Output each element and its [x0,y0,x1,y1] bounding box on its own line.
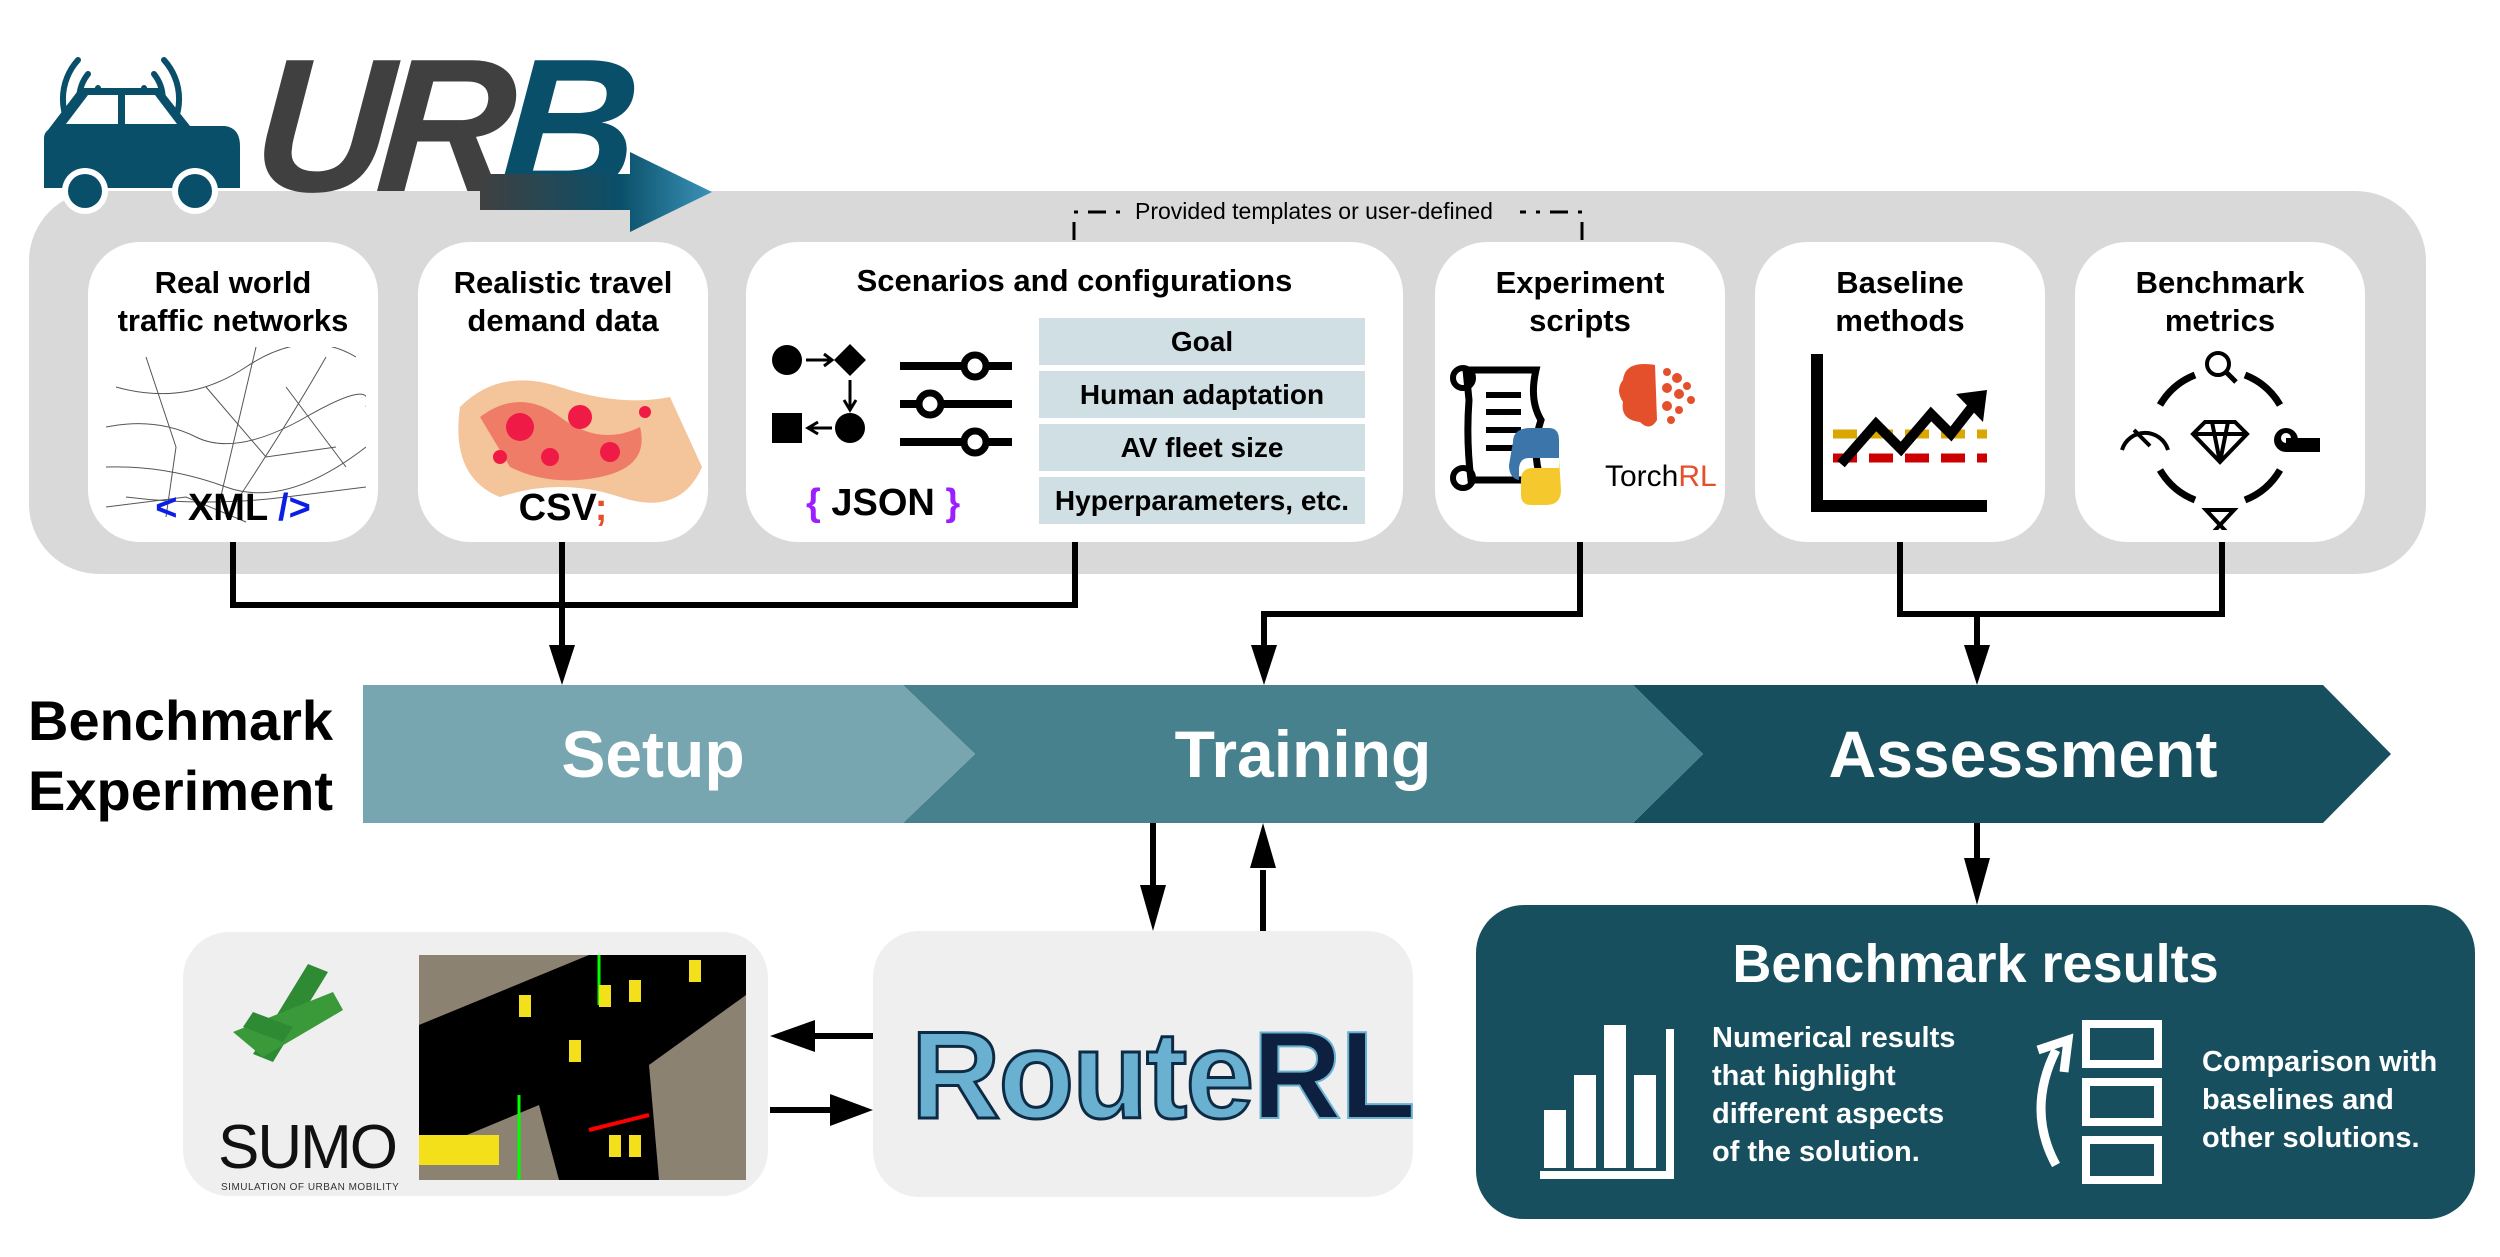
sumo-name: SUMO [218,1113,398,1182]
xml-format-label: < XML /> [155,487,311,529]
stage-training: Training [1174,717,1432,791]
hourglass-icon [2201,508,2239,530]
arrow-to-training [1261,542,1583,650]
torchrl-logo-icon [1619,364,1695,427]
config-item-av-fleet-size: AV fleet size [1039,424,1365,471]
config-item-human-adaptation: Human adaptation [1039,371,1365,418]
sumo-simulator-box: SUMO SIMULATION OF URBAN MOBILITY [183,932,768,1196]
stage-assessment: Assessment [1828,717,2218,791]
pipeline-labels: Setup Training Assessment [363,685,2393,823]
torchrl-label: TorchRL [1605,460,1717,493]
card-scenarios-configurations: Scenarios and configurations { JSON } Go… [746,242,1403,542]
stage-setup: Setup [561,717,745,791]
tape-measure-icon [2274,428,2320,452]
pipeline-chevrons [363,685,2391,823]
connected-car-icon [44,57,240,214]
csv-format-label: CSV; [518,487,608,529]
config-list: Goal Human adaptation AV fleet size Hype… [1039,318,1365,530]
comparison-ranking-icon [2036,1020,2162,1184]
stage-setup-shape [363,685,975,823]
json-format-label: { JSON } [806,482,961,524]
demand-heatmap [458,380,702,503]
diamond-icon [2190,420,2250,465]
workflow-sliders-icon [772,344,1012,457]
python-script-icon [1450,365,1561,505]
bar-chart-icon [1540,1025,1674,1179]
search-icon [2205,351,2238,384]
logo-arrow-icon [480,152,712,232]
config-item-goal: Goal [1039,318,1365,365]
sumo-intersection-screenshot [419,955,746,1180]
baseline-chart-icon [1811,354,1987,512]
templates-bracket [1072,210,1584,240]
stage-assessment-shape [1633,685,2391,823]
card-title: Scenarios and configurations [856,263,1293,298]
stage-training-shape [903,685,1703,823]
road-network-map [106,347,366,523]
routerl-framework-box: RouteRL [873,931,1417,1197]
routerl-logo: RouteRL [909,1007,1416,1145]
templates-note: Provided templates or user-defined [1135,198,1493,224]
config-item-hyperparameters: Hyperparameters, etc. [1039,477,1365,524]
metrics-cycle-icon [2120,351,2320,530]
speedometer-icon [2120,428,2170,451]
sumo-subtitle: SIMULATION OF URBAN MOBILITY [221,1182,400,1193]
sumo-logo-icon [233,964,343,1062]
results-title: Benchmark results [1732,934,2219,994]
